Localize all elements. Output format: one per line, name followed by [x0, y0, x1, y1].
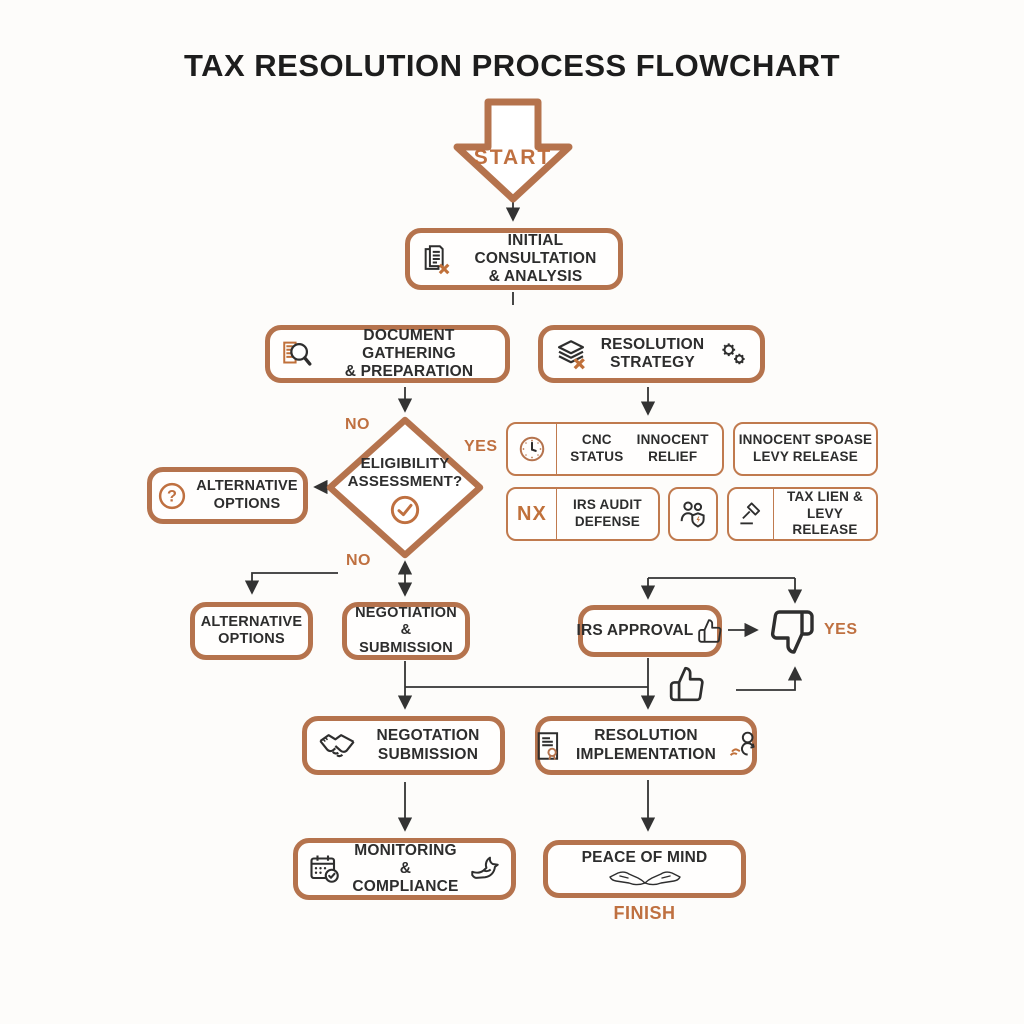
label-no-top: NO — [345, 416, 370, 433]
node-resolution-strategy: RESOLUTION STRATEGY — [538, 325, 765, 383]
node-label: IRS APPROVAL — [576, 621, 694, 639]
node-label: MONITORING & — [354, 841, 457, 877]
node-alternative-options-top: ? ALTERNATIVE OPTIONS — [147, 467, 308, 524]
option-label: RELIEF — [648, 449, 698, 464]
svg-text:?: ? — [167, 487, 177, 505]
people-shield-icon — [680, 501, 705, 528]
certificate-icon — [537, 731, 559, 760]
start-label: START — [473, 146, 553, 169]
option-innocent-spouse-levy: INNOCENT SPOASE LEVY RELEASE — [733, 422, 878, 476]
node-label: IMPLEMENTATION — [576, 745, 716, 763]
node-label: DOCUMENT GATHERING — [362, 326, 456, 362]
finish-label: FINISH — [613, 903, 676, 923]
start-arrow-shape — [453, 98, 573, 203]
node-label: COMPLIANCE — [352, 878, 459, 896]
magnifier-document-icon — [283, 341, 312, 366]
option-irs-audit-defense: NX IRS AUDIT DEFENSE — [506, 487, 660, 541]
page-title: TAX RESOLUTION PROCESS FLOWCHART — [183, 48, 841, 83]
documents-x-icon — [424, 245, 450, 275]
label-yes-right: YES — [464, 438, 498, 455]
node-label: & ANALYSIS — [488, 268, 583, 286]
node-irs-approval: IRS APPROVAL — [576, 605, 722, 657]
stacked-papers-x-icon — [557, 340, 585, 370]
dove-icon — [470, 856, 499, 879]
nx-mark: NX — [517, 502, 547, 525]
option-label: IRS AUDIT — [572, 497, 642, 513]
node-resolution-implementation: RESOLUTION IMPLEMENTATION — [535, 716, 757, 775]
node-label: RESOLUTION — [594, 727, 698, 745]
node-label: SUBMISSION — [377, 745, 479, 763]
calendar-check-icon — [310, 855, 340, 883]
option-cnc-innocent: CNC STATUS INNOCENT RELIEF — [506, 422, 724, 476]
node-alternative-options-bottom: ALTERNATIVE OPTIONS — [190, 602, 313, 660]
gears-icon — [722, 343, 745, 365]
node-label: ALTERNATIVE — [200, 613, 303, 630]
node-label: & PREPARATION — [344, 363, 474, 381]
node-negotation-submission: NEGOTATION SUBMISSION — [302, 716, 505, 775]
node-label: RESOLUTION — [600, 335, 705, 353]
eligibility-diamond-shape — [326, 416, 484, 559]
people-sync-icon — [729, 731, 755, 756]
node-label: STRATEGY — [610, 354, 695, 371]
node-label: PEACE OF MIND — [581, 849, 708, 867]
node-eligibility-assessment: ELIGIBILITY ASSESSMENT? — [335, 443, 475, 538]
clock-icon — [519, 436, 545, 462]
check-circle-icon — [390, 495, 420, 524]
option-label: CNC — [581, 432, 612, 448]
question-circle-icon: ? — [159, 482, 186, 509]
node-label: NEGOTIATION — [355, 605, 457, 622]
open-hands-icon — [608, 871, 681, 885]
option-label: LEVY RELEASE — [753, 449, 858, 464]
label-yes-loop: YES — [824, 621, 858, 638]
option-label: LEVY RELEASE — [792, 505, 858, 538]
node-monitoring-compliance: MONITORING & COMPLIANCE — [293, 838, 516, 900]
node-label: ASSESSMENT? — [347, 473, 463, 490]
option-tax-lien-levy: TAX LIEN & LEVY RELEASE — [727, 487, 878, 541]
label-no-bottom: NO — [346, 552, 371, 569]
node-label: INITIAL CONSULTATION — [474, 231, 597, 267]
node-label: ELIGIBILITY — [360, 455, 450, 473]
node-label: OPTIONS — [218, 631, 285, 647]
handshake-icon — [319, 733, 355, 757]
option-label: DEFENSE — [574, 514, 640, 529]
gavel-icon — [740, 502, 761, 525]
thumbs-up-loop-icon — [669, 666, 704, 702]
node-peace-of-mind: PEACE OF MIND — [543, 840, 746, 898]
node-label: & SUBMISSION — [359, 622, 453, 656]
thumbs-down-icon — [770, 610, 814, 654]
option-people-shield — [668, 487, 718, 541]
node-label: NEGOTATION — [376, 727, 480, 745]
node-negotiation-submission: NEGOTIATION & SUBMISSION — [342, 602, 470, 660]
node-initial-consultation: INITIAL CONSULTATION & ANALYSIS — [405, 228, 623, 290]
node-label: OPTIONS — [213, 495, 281, 512]
option-label: TAX LIEN & — [787, 488, 863, 504]
node-document-gathering: DOCUMENT GATHERING & PREPARATION — [265, 325, 510, 383]
option-label: STATUS — [570, 449, 624, 464]
option-label: INNOCENT SPOASE — [738, 432, 873, 448]
thumbs-up-icon — [698, 619, 722, 643]
node-label: ALTERNATIVE — [196, 478, 298, 495]
option-label: INNOCENT — [636, 432, 709, 448]
